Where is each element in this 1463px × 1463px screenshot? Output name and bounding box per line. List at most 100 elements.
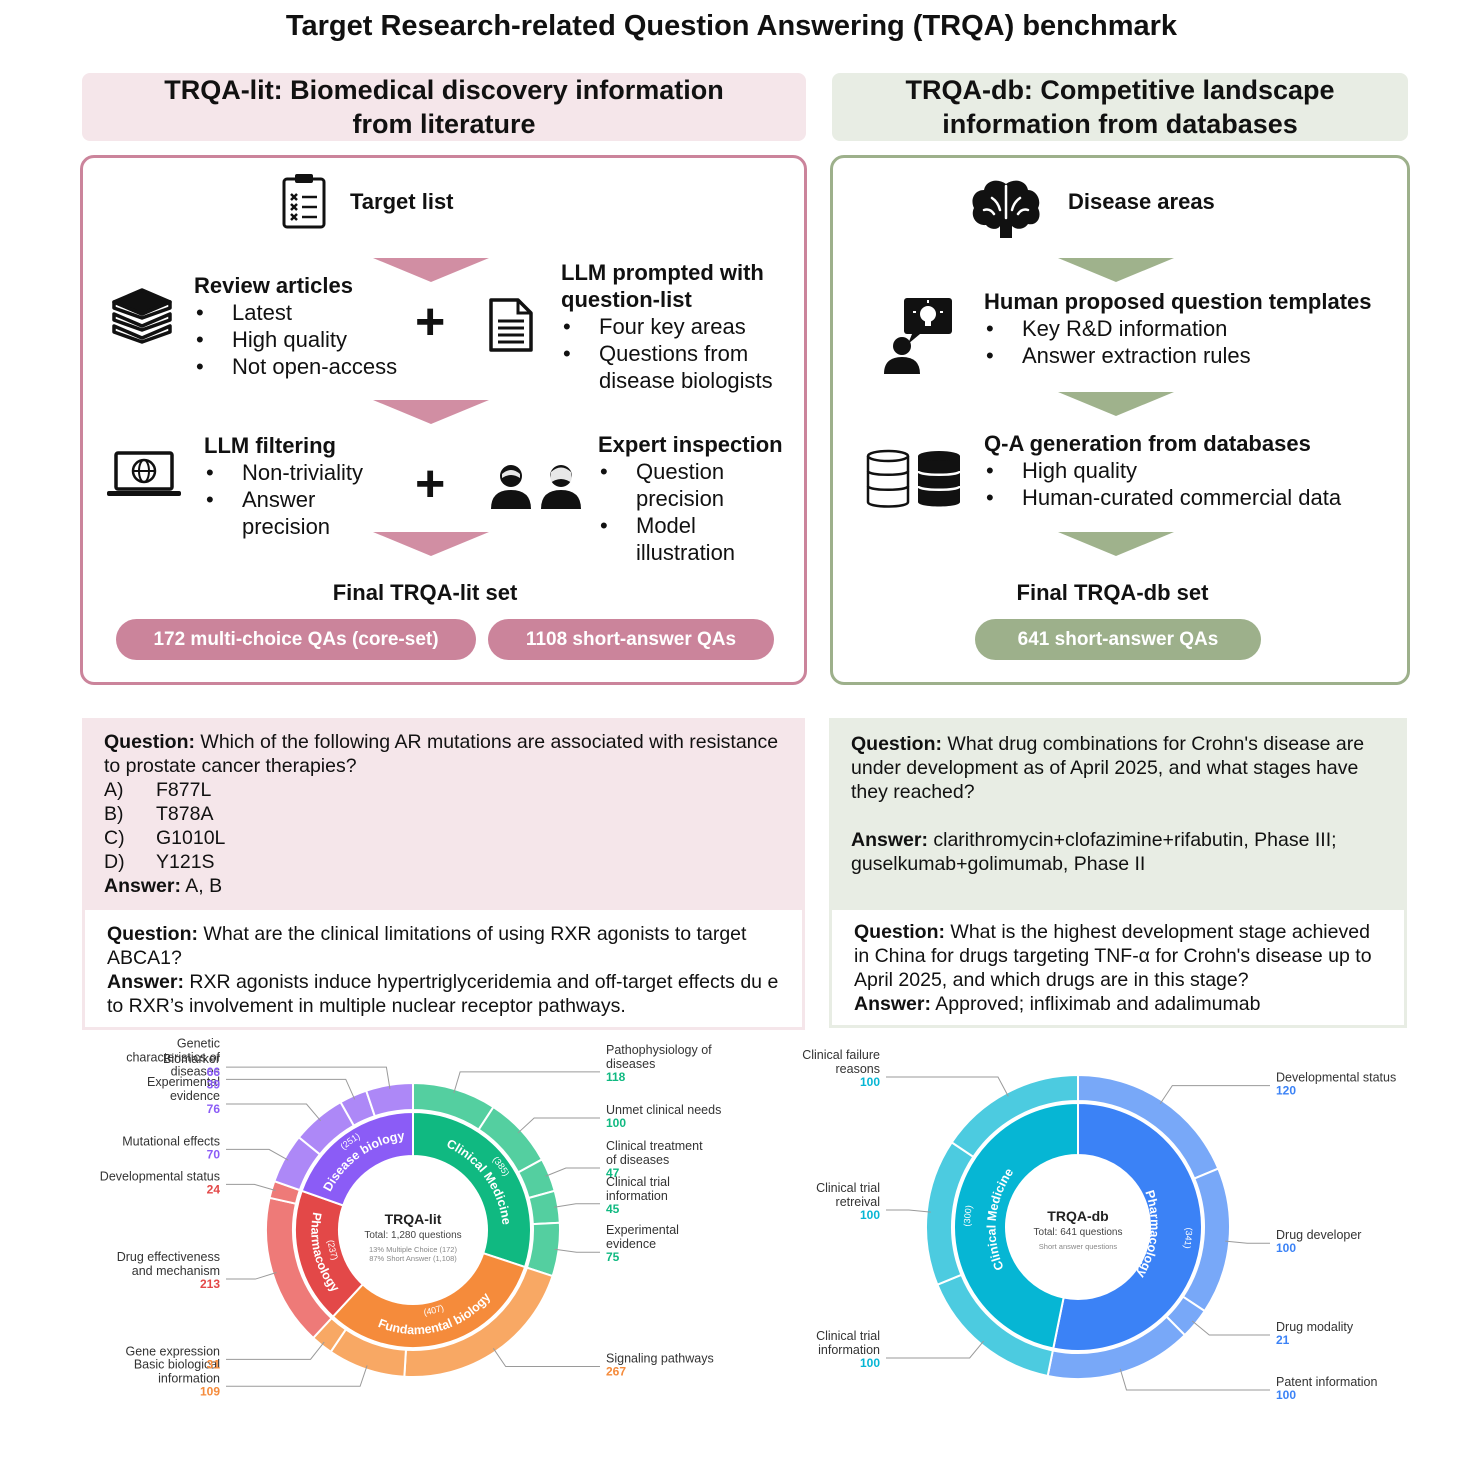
inner-count-clinical-medicine: (300)	[962, 1204, 974, 1226]
outer-label-clinical-treatment-of-diseases: Clinical treatment	[606, 1139, 703, 1153]
db-example-2: Question: What is the highest developmen…	[829, 910, 1407, 1028]
outer-label-basic-biological-information: information	[158, 1371, 220, 1385]
center-total: Total: 1,280 questions	[364, 1230, 461, 1241]
outer-label-developmental-status: Developmental status	[100, 1169, 220, 1183]
outer-value-clinical-failure-reasons: 100	[860, 1075, 880, 1089]
db-workflow-panel	[830, 155, 1410, 685]
outer-label-genetic-characteristics-of-diseases: diseases	[171, 1064, 220, 1078]
outer-value-clinical-trial-retreival: 100	[860, 1208, 880, 1222]
db-short-answer-pill: 641 short-answer QAs	[975, 619, 1261, 660]
outer-label-clinical-trial-information: information	[606, 1189, 668, 1203]
db-header: TRQA-db: Competitive landscape informati…	[832, 73, 1408, 141]
outer-label-clinical-trial-retreival: Clinical trial	[816, 1181, 880, 1195]
leader-line	[545, 1167, 600, 1177]
target-list-label: Target list	[350, 189, 454, 214]
clipboard-icon	[282, 174, 326, 229]
outer-value-genetic-characteristics-of-diseases: 39	[207, 1077, 221, 1091]
multi-choice-pill: 172 multi-choice QAs (core-set)	[116, 619, 476, 660]
page-title: Target Research-related Question Answeri…	[285, 10, 1178, 42]
outer-segment-clinical-failure-reasons	[950, 1073, 1079, 1159]
outer-value-signaling-pathways: 267	[606, 1365, 626, 1379]
outer-value-clinical-trial-information: 45	[606, 1202, 620, 1216]
outer-label-basic-biological-information: Basic biological	[134, 1357, 220, 1371]
outer-value-clinical-treatment-of-diseases: 47	[606, 1166, 620, 1180]
outer-label-mutational-effects: Mutational effects	[122, 1134, 220, 1148]
center-note: Short answer questions	[1039, 1242, 1118, 1251]
brain-icon	[972, 180, 1040, 238]
qa-generation: Q-A generation from databases High quali…	[984, 430, 1394, 511]
leader-line	[554, 1248, 600, 1253]
inner-segment-clinical-medicine	[953, 1101, 1079, 1350]
leader-line	[1225, 1240, 1270, 1244]
final-db-set: Final TRQA-db set	[1016, 580, 1209, 605]
outer-value-patent-information: 100	[1276, 1388, 1296, 1402]
leader-line	[554, 1203, 600, 1208]
inner-segment-clinical-medicine	[412, 1110, 532, 1269]
outer-label-developmental-status: Developmental status	[1276, 1071, 1396, 1085]
leader-line	[886, 1076, 1009, 1097]
outer-value-experimental-evidence: 76	[207, 1102, 221, 1116]
leader-line	[492, 1348, 600, 1368]
outer-value-unmet-clinical-needs: 100	[606, 1116, 626, 1130]
outer-value-drug-developer: 100	[1276, 1241, 1296, 1255]
outer-value-pathophysiology-of-diseases: 118	[606, 1070, 626, 1084]
outer-value-gene-expression: 31	[207, 1357, 221, 1371]
flow-arrow	[373, 532, 489, 556]
leader-line	[226, 1103, 322, 1122]
outer-value-basic-biological-information: 109	[200, 1384, 220, 1398]
outer-label-signaling-pathways: Signaling pathways	[606, 1352, 714, 1366]
lit-header: TRQA-lit: Biomedical discovery informati…	[82, 73, 806, 141]
inner-segment-fundamental-biology	[331, 1251, 527, 1349]
outer-label-experimental-evidence: Experimental	[606, 1223, 679, 1237]
outer-segment-biomarker	[364, 1081, 414, 1118]
leader-line	[226, 1183, 276, 1191]
outer-label-drug-effectiveness-and-mechanism: and mechanism	[132, 1264, 220, 1278]
flow-arrow	[373, 258, 489, 282]
lit-example-short: Question: What are the clinical limitati…	[82, 910, 805, 1030]
plus-sign: +	[415, 293, 446, 351]
center-total: Total: 641 questions	[1034, 1227, 1123, 1238]
outer-label-clinical-trial-information: Clinical trial	[606, 1175, 670, 1189]
leader-line	[226, 1148, 289, 1161]
outer-label-pathophysiology-of-diseases: Pathophysiology of	[606, 1043, 712, 1057]
outer-value-biomarker: 66	[207, 1065, 221, 1079]
laptop-globe-icon	[107, 451, 181, 496]
outer-label-clinical-trial-information: information	[818, 1343, 880, 1357]
outer-label-biomarker: Biomarker	[163, 1052, 220, 1066]
experts-icon	[491, 465, 581, 509]
leader-line	[226, 1066, 391, 1089]
outer-value-clinical-trial-information: 100	[860, 1356, 880, 1370]
llm-filtering: LLM filtering Non-triviality Answer prec…	[204, 432, 404, 540]
short-answer-pill: 1108 short-answer QAs	[488, 619, 774, 660]
flow-arrow	[373, 400, 489, 424]
outer-label-clinical-treatment-of-diseases: of diseases	[606, 1153, 669, 1167]
final-lit-set: Final TRQA-lit set	[332, 580, 518, 605]
leader-line	[886, 1340, 985, 1359]
expert-inspection: Expert inspection Question precision Mod…	[598, 431, 798, 566]
database-icon	[866, 449, 962, 508]
question-templates: Human proposed question templates Key R&…	[984, 288, 1394, 369]
leader-line	[1119, 1368, 1270, 1391]
outer-label-clinical-failure-reasons: Clinical failure	[802, 1048, 880, 1062]
outer-label-clinical-failure-reasons: reasons	[836, 1062, 880, 1076]
flow-arrow	[1058, 392, 1174, 416]
outer-label-genetic-characteristics-of-diseases: Genetic	[177, 1036, 220, 1050]
outer-label-drug-modality: Drug modality	[1276, 1320, 1354, 1334]
outer-label-genetic-characteristics-of-diseases: characteristics of	[126, 1050, 220, 1064]
leader-line	[226, 1078, 356, 1100]
books-icon	[112, 288, 172, 344]
center-title: TRQA-db	[1047, 1208, 1108, 1224]
leader-line	[226, 1341, 325, 1360]
outer-value-mutational-effects: 70	[207, 1147, 221, 1161]
leader-line	[517, 1117, 600, 1134]
outer-label-pathophysiology-of-diseases: diseases	[606, 1057, 655, 1071]
leader-line	[453, 1071, 600, 1094]
outer-value-drug-modality: 21	[1276, 1333, 1290, 1347]
lit-sunburst-chart: Clinical Medicine(385)Fundamental biolog…	[100, 1036, 722, 1398]
leader-line	[886, 1209, 931, 1213]
llm-prompted: LLM prompted with question-list Four key…	[561, 259, 801, 394]
outer-label-drug-developer: Drug developer	[1276, 1228, 1361, 1242]
outer-label-clinical-trial-retreival: retreival	[836, 1195, 880, 1209]
outer-value-developmental-status: 120	[1276, 1084, 1296, 1098]
leader-line	[1191, 1320, 1270, 1336]
